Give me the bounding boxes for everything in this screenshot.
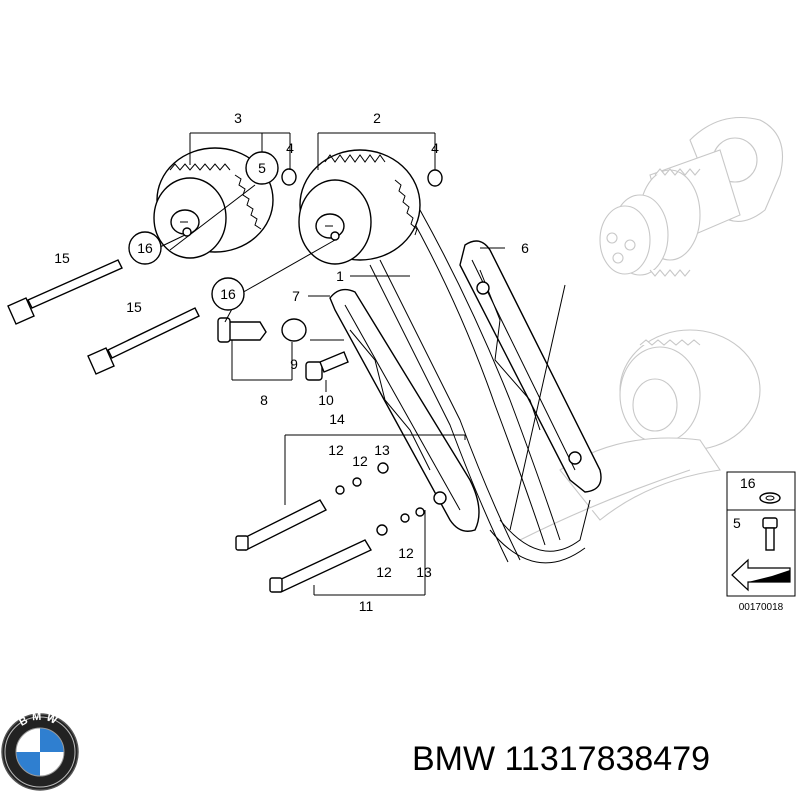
callout-circle-16a xyxy=(128,231,162,265)
callout-11: 11 xyxy=(359,598,374,614)
callout-15b: 15 xyxy=(126,299,142,315)
o-ring-4a xyxy=(281,168,297,186)
parts-legend: 16 5 00170018 xyxy=(726,471,796,613)
washer-16b xyxy=(330,231,340,241)
callout-3: 3 xyxy=(234,110,242,126)
tensioner-rail xyxy=(329,288,480,532)
caption-brand: BMW xyxy=(412,740,496,778)
assembly-14 xyxy=(235,462,389,551)
crankshaft-ghost xyxy=(599,116,784,277)
callout-13a: 13 xyxy=(374,442,390,458)
callout-4b: 4 xyxy=(431,140,439,156)
callout-12d: 12 xyxy=(376,564,392,580)
bmw-logo: BMW xyxy=(1,711,79,791)
callout-12b: 12 xyxy=(352,453,368,469)
caption-part-number: 11317838479 xyxy=(504,740,711,778)
exhaust-camshaft-sprocket xyxy=(298,149,421,265)
callout-2: 2 xyxy=(373,110,381,126)
callout-4a: 4 xyxy=(286,140,294,156)
callout-5: 5 xyxy=(258,160,266,176)
o-ring-4b xyxy=(427,169,443,187)
callout-12c: 12 xyxy=(398,545,414,561)
washer-16a xyxy=(182,227,192,237)
intake-camshaft-sprocket xyxy=(153,147,274,259)
assembly-11 xyxy=(269,507,425,593)
legend-label-16: 16 xyxy=(740,475,756,491)
callout-10: 10 xyxy=(318,392,334,408)
seal-ring-9 xyxy=(281,318,307,342)
bolt-upper xyxy=(7,259,123,325)
lower-sprocket-ghost xyxy=(519,329,761,541)
legend-bolt-icon xyxy=(762,517,778,551)
callout-8: 8 xyxy=(260,392,268,408)
callout-16a: 16 xyxy=(137,240,153,256)
guide-rail xyxy=(459,240,602,493)
chain-tensioner xyxy=(305,351,349,381)
callout-6: 6 xyxy=(521,240,529,256)
callout-circle-16b xyxy=(211,277,245,311)
callout-16b: 16 xyxy=(220,286,236,302)
callout-14: 14 xyxy=(329,411,345,427)
callout-13b: 13 xyxy=(416,564,432,580)
callout-7: 7 xyxy=(292,288,300,304)
bolt-lower xyxy=(87,307,200,375)
screw-plug xyxy=(217,317,267,343)
callout-12a: 12 xyxy=(328,442,344,458)
callout-15a: 15 xyxy=(54,250,70,266)
legend-arrow-icon xyxy=(731,558,791,592)
callout-lines xyxy=(159,132,566,596)
part-caption: BMW 11317838479 xyxy=(412,734,792,784)
callout-9: 9 xyxy=(290,356,298,372)
legend-washer-icon xyxy=(759,492,781,504)
callout-circle-5 xyxy=(245,151,279,185)
callout-1: 1 xyxy=(336,268,344,284)
diagram-code: 00170018 xyxy=(739,602,784,613)
legend-label-5: 5 xyxy=(733,515,741,531)
